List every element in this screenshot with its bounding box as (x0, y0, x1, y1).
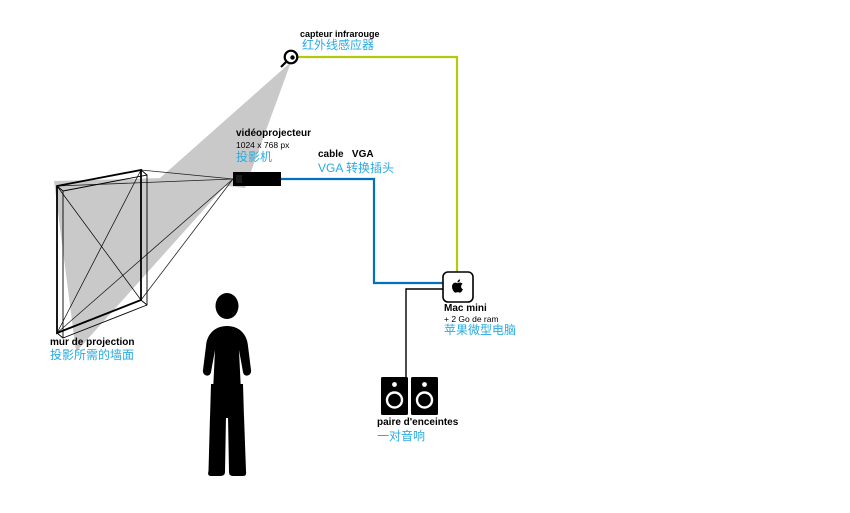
speaker-left-icon (381, 377, 408, 415)
mac-mini-spec: + 2 Go de ram (444, 314, 499, 324)
sensor-beam (160, 62, 291, 188)
sensor-cable-green (298, 55, 459, 272)
person-silhouette (202, 293, 252, 476)
projector-label-fr: vidéoprojecteur (236, 128, 312, 139)
mac-mini-box (442, 271, 474, 303)
speakers-label-fr: paire d'enceintes (377, 417, 459, 428)
audio-cable-black (405, 288, 443, 377)
sensor-label-zh: 红外线感应器 (302, 38, 375, 52)
vga-cable-label-fr: cable VGA (318, 149, 374, 160)
mac-mini-label-fr: Mac mini (444, 303, 487, 314)
wall-label-zh: 投影所需的墙面 (50, 348, 135, 362)
projector-beam (54, 176, 234, 352)
projector-label-zh: 投影机 (236, 150, 273, 164)
speakers-label-zh: 一对音响 (377, 429, 426, 443)
wall-label-fr: mur de projection (50, 337, 135, 348)
projector-icon (233, 172, 281, 186)
vga-cable-blue (281, 177, 443, 285)
speaker-right-icon (411, 377, 438, 415)
sensor-label-fr: capteur infrarouge (300, 29, 380, 39)
mac-mini-label-zh: 苹果微型电脑 (444, 323, 517, 337)
infrared-sensor-icon (280, 49, 299, 68)
vga-cable-label-zh: VGA 转换插头 (318, 161, 395, 175)
projector-resolution: 1024 x 768 px (236, 140, 290, 150)
projection-guide-lines (56, 169, 234, 334)
projection-wall-wireframe (56, 168, 148, 339)
apple-logo-icon (452, 279, 463, 293)
